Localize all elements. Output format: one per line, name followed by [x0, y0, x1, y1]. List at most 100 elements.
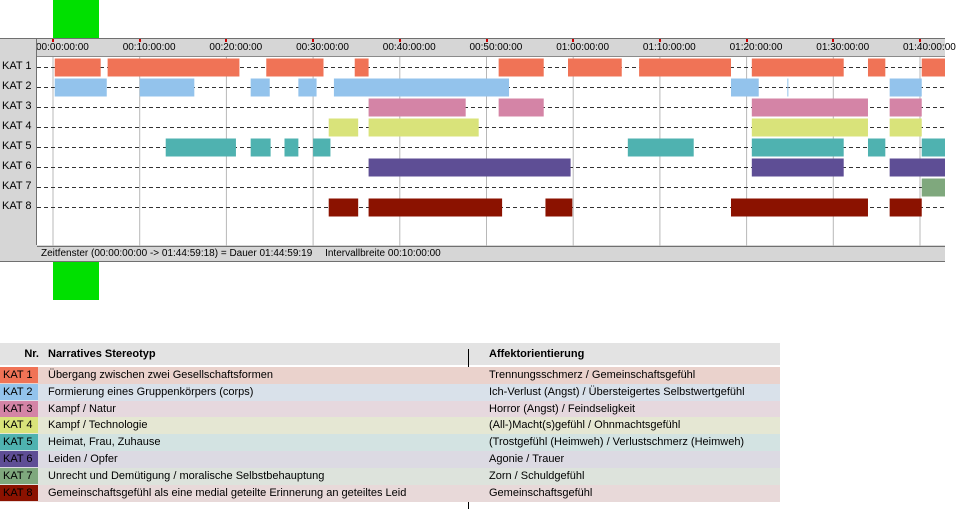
tick-label: 01:10:00:00: [642, 42, 696, 53]
segment-kat-3[interactable]: [889, 98, 922, 117]
tick-label: 01:00:00:00: [556, 42, 610, 53]
segment-kat-8[interactable]: [889, 198, 922, 217]
legend-header-affekt: Affektorientierung: [489, 348, 585, 360]
segment-kat-2[interactable]: [889, 78, 922, 97]
legend-stereotyp: Gemeinschaftsgefühl als eine medial gete…: [48, 486, 407, 499]
segment-kat-1[interactable]: [107, 58, 240, 77]
category-label: KAT 2: [2, 80, 32, 92]
category-label: KAT 3: [2, 100, 32, 112]
tick-mark: [745, 39, 748, 42]
segment-kat-5[interactable]: [627, 138, 694, 157]
segment-kat-4[interactable]: [328, 118, 359, 137]
legend-nr: KAT 1: [0, 367, 38, 383]
segment-kat-8[interactable]: [545, 198, 573, 217]
segment-kat-2[interactable]: [139, 78, 195, 97]
legend-stereotyp: Leiden / Opfer: [48, 453, 118, 465]
segment-kat-5[interactable]: [250, 138, 271, 157]
legend-row: KAT 2 Formierung eines Gruppenkörpers (co…: [0, 383, 780, 401]
tick-label: 00:10:00:00: [122, 42, 176, 53]
legend-affekt: Gemeinschaftsgefühl: [489, 486, 593, 499]
legend-header-nr: Nr.: [0, 343, 42, 365]
segment-kat-2[interactable]: [333, 78, 510, 97]
segment-kat-1[interactable]: [639, 58, 731, 77]
segment-kat-6[interactable]: [368, 158, 571, 177]
green-marker-top: [53, 0, 99, 38]
segment-kat-1[interactable]: [354, 58, 369, 77]
legend-nr: KAT 3: [0, 400, 38, 417]
zeitfenster-text: Zeitfenster (00:00:00:00 -> 01:44:59:18)…: [41, 248, 313, 259]
segment-kat-2[interactable]: [298, 78, 317, 97]
segment-kat-2[interactable]: [54, 78, 107, 97]
legend-stereotyp: Unrecht und Demütigung / moralische Selb…: [48, 469, 325, 482]
segment-kat-1[interactable]: [867, 58, 886, 77]
legend-nr: KAT 5: [0, 434, 38, 451]
tick-mark: [572, 39, 575, 42]
segment-kat-7[interactable]: [921, 178, 945, 197]
legend-stereotyp: Heimat, Frau, Zuhause: [48, 436, 161, 449]
tick-label: 00:30:00:00: [296, 42, 349, 53]
legend-stereotyp: Formierung eines Gruppenkörpers (corps): [48, 385, 254, 398]
segment-kat-2[interactable]: [787, 78, 789, 97]
legend-affekt: Zorn / Schuldgefühl: [489, 469, 585, 482]
segment-kat-1[interactable]: [751, 58, 844, 77]
segment-kat-1[interactable]: [921, 58, 945, 77]
timeline-plot[interactable]: [37, 56, 945, 246]
category-label: KAT 1: [2, 60, 32, 72]
tick-label: 00:50:00:00: [469, 42, 523, 53]
legend-nr: KAT 4: [0, 417, 38, 434]
tick-label: 00:40:00:00: [382, 42, 436, 53]
tick-label: 00:20:00:00: [209, 42, 263, 53]
segment-kat-2[interactable]: [730, 78, 759, 97]
legend-affekt: Ich-Verlust (Angst) / Übersteigertes Sel…: [489, 385, 745, 398]
segment-kat-8[interactable]: [730, 198, 868, 217]
segment-kat-5[interactable]: [165, 138, 236, 157]
legend-affekt: Trennungsschmerz / Gemeinschaftsgefühl: [489, 369, 696, 381]
tick-label: 01:20:00:00: [729, 42, 783, 53]
legend-nr: KAT 2: [0, 383, 38, 400]
green-marker-bottom: [53, 262, 99, 300]
legend-affekt: Horror (Angst) / Feindseligkeit: [489, 402, 636, 415]
tick-mark: [138, 39, 141, 42]
segment-kat-1[interactable]: [567, 58, 622, 77]
legend-stereotyp: Übergang zwischen zwei Gesellschaftsform…: [48, 369, 273, 381]
segment-kat-5[interactable]: [284, 138, 299, 157]
segment-kat-3[interactable]: [498, 98, 544, 117]
tick-label: 01:30:00:00: [816, 42, 870, 53]
segment-kat-6[interactable]: [889, 158, 945, 177]
intervall-text: Intervallbreite 00:10:00:00: [325, 248, 441, 259]
segment-kat-3[interactable]: [751, 98, 868, 117]
segment-kat-8[interactable]: [328, 198, 359, 217]
segment-kat-4[interactable]: [889, 118, 922, 137]
segment-kat-5[interactable]: [751, 138, 844, 157]
segment-kat-8[interactable]: [368, 198, 503, 217]
segment-kat-1[interactable]: [266, 58, 324, 77]
segment-kat-5[interactable]: [867, 138, 886, 157]
segment-kat-4[interactable]: [368, 118, 479, 137]
segment-kat-6[interactable]: [751, 158, 844, 177]
segment-kat-1[interactable]: [498, 58, 544, 77]
category-label: KAT 7: [2, 180, 32, 192]
segment-kat-2[interactable]: [250, 78, 270, 97]
segment-kat-5[interactable]: [313, 138, 331, 157]
segment-kat-3[interactable]: [368, 98, 466, 117]
category-label: KAT 4: [2, 120, 32, 132]
category-label: KAT 5: [2, 140, 32, 152]
tick-mark: [52, 39, 54, 42]
legend-header-stereotyp: Narratives Stereotyp: [42, 343, 780, 365]
segment-kat-5[interactable]: [921, 138, 945, 157]
timeline-chart: [37, 57, 945, 246]
tick-mark: [832, 39, 835, 42]
legend-row: KAT 6 Leiden / Opfer Agonie / Trauer: [0, 451, 780, 468]
legend-affekt: Agonie / Trauer: [489, 453, 565, 465]
segment-kat-4[interactable]: [751, 118, 868, 137]
category-label: KAT 8: [2, 200, 32, 212]
legend-nr: KAT 6: [0, 451, 38, 467]
legend-row: KAT 1 Übergang zwischen zwei Gesellschaft…: [0, 367, 780, 384]
segment-kat-1[interactable]: [54, 58, 101, 77]
tick-mark: [225, 39, 228, 42]
